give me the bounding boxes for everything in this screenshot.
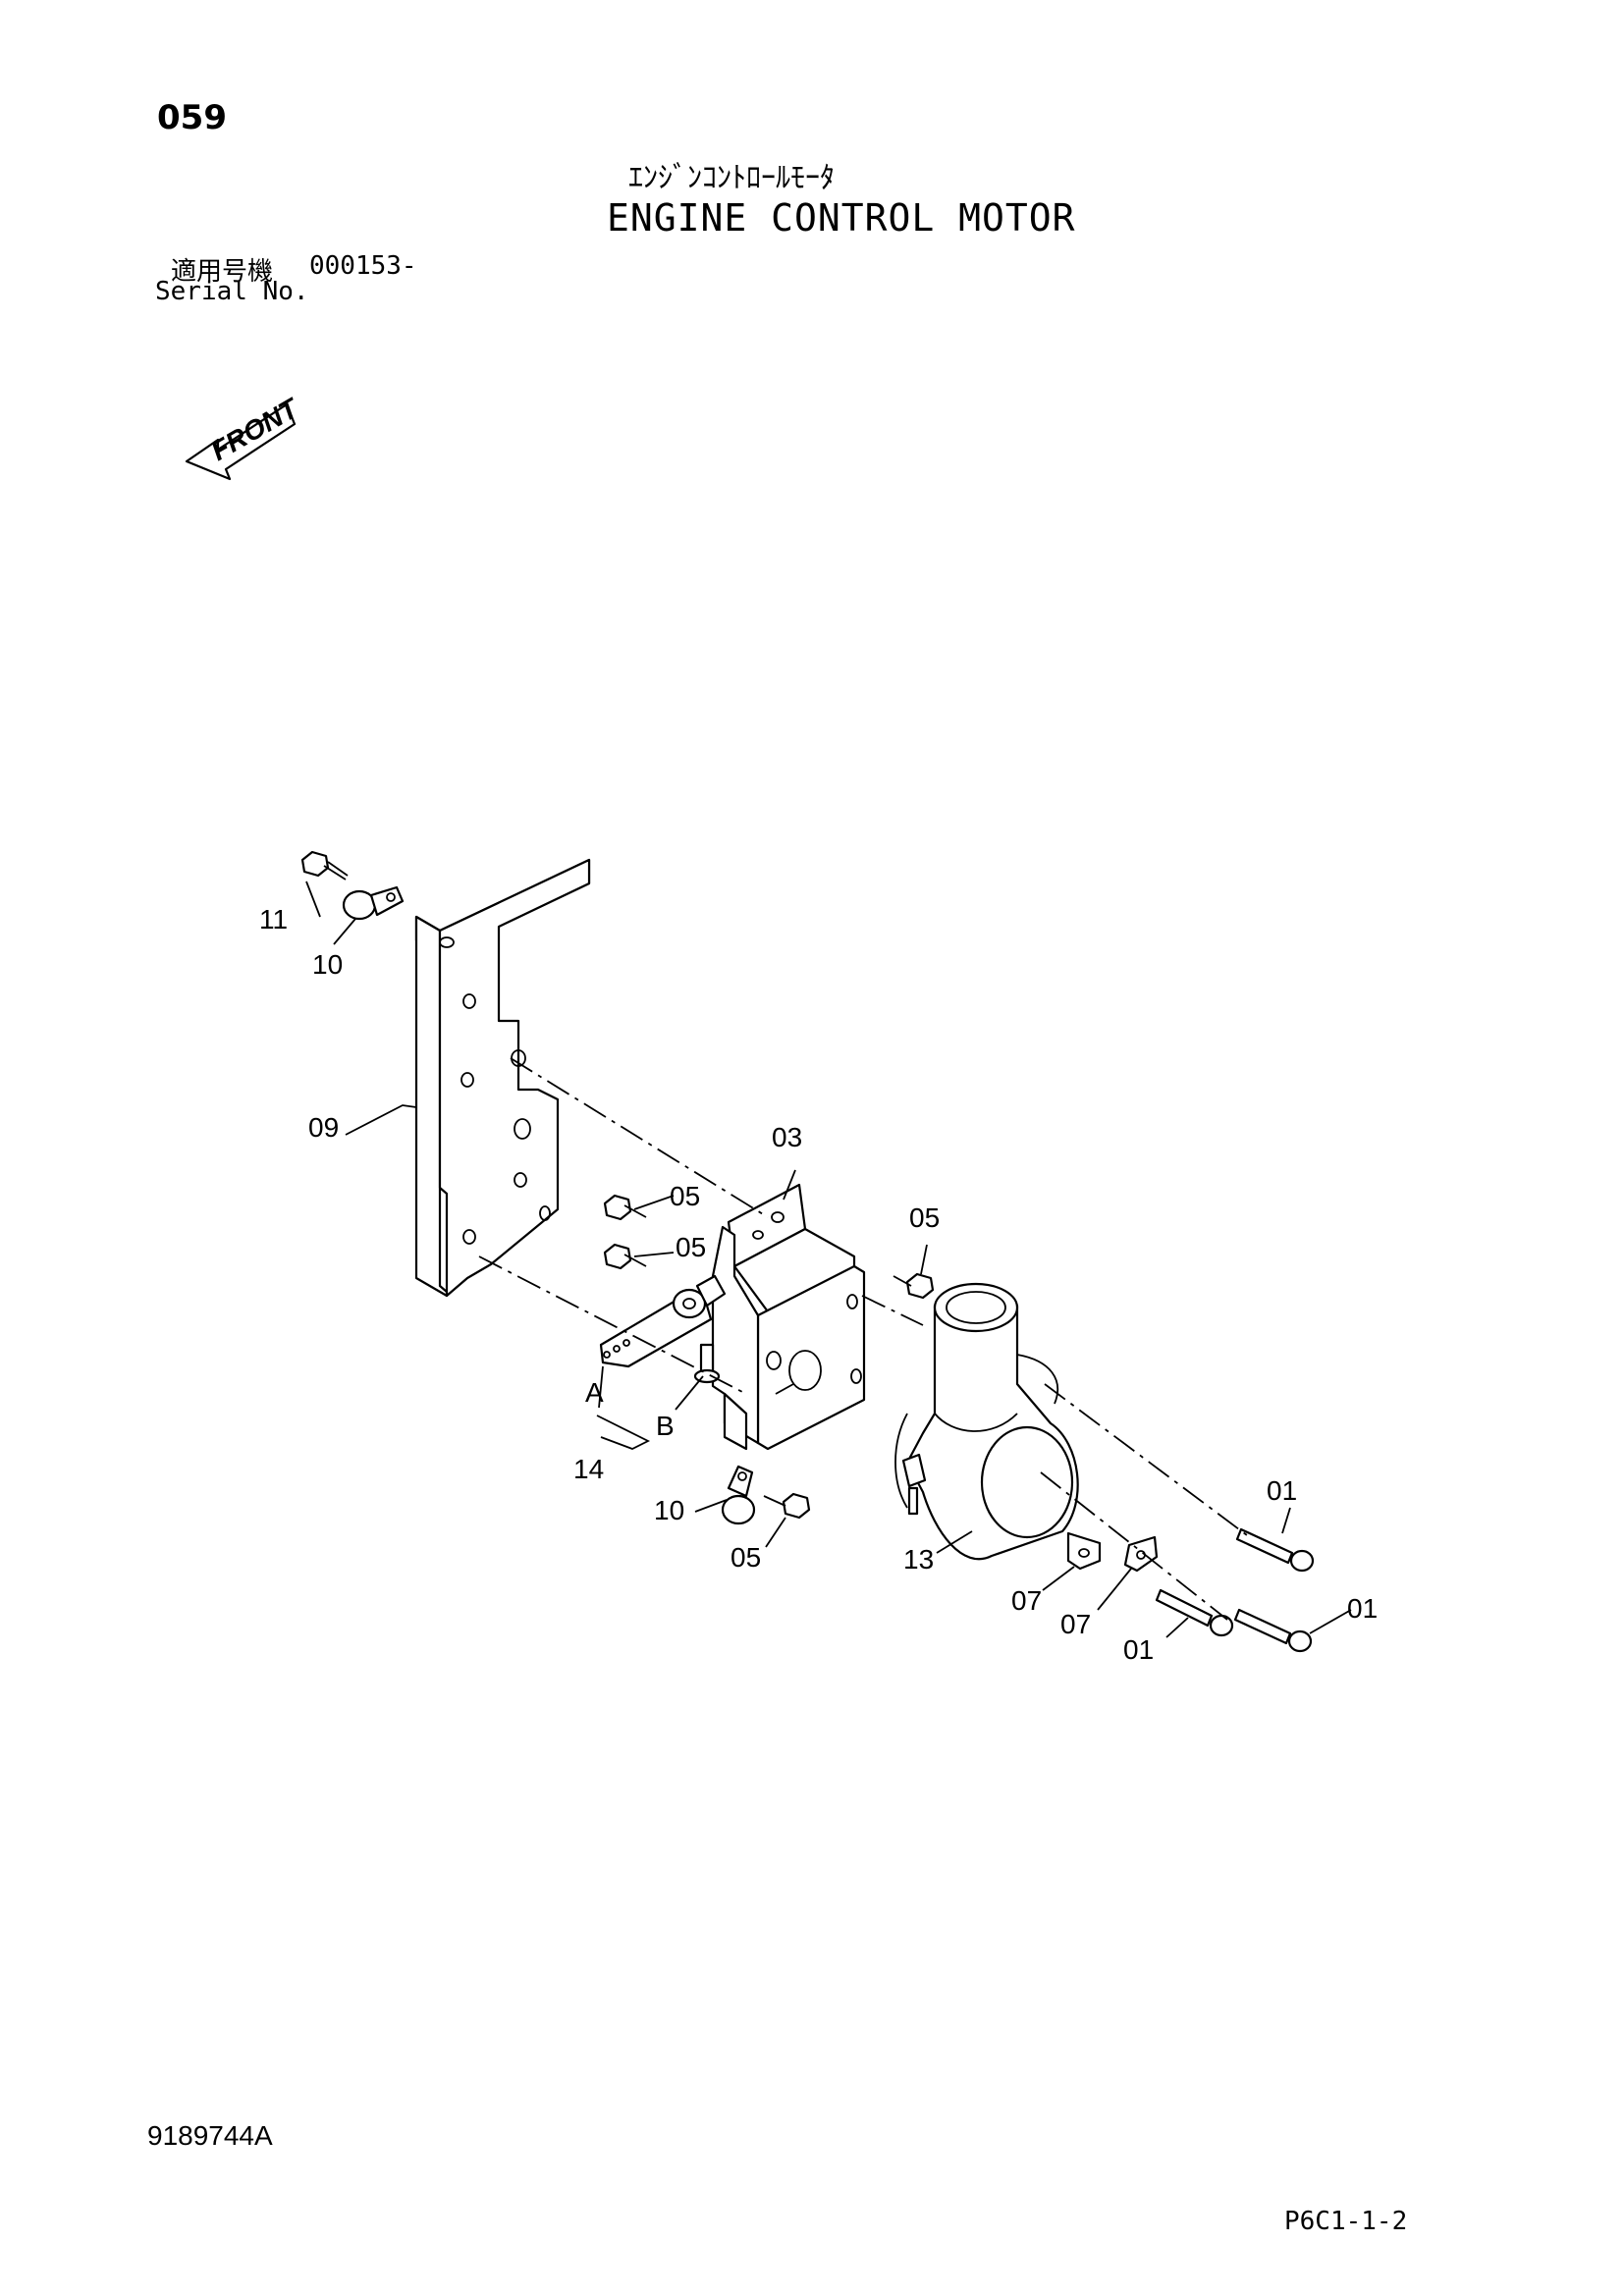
clamp-10-top [342,885,405,921]
callout-b: B [656,1411,675,1441]
callout-10-top: 10 [312,949,343,980]
page-code: P6C1-1-2 [1284,2207,1408,2236]
page-title: ENGINE CONTROL MOTOR [607,196,1076,240]
callout-05-middle: 05 [676,1232,706,1262]
alignment-line [510,1057,769,1218]
serial-label: Serial No. [155,277,309,306]
callout-13: 13 [903,1544,934,1575]
front-arrow-icon: FRONT [185,392,306,481]
callout-03: 03 [772,1122,802,1152]
lever-link-14 [599,1274,727,1368]
mounting-bracket-09 [414,858,591,1298]
clamp-10-bottom [721,1465,756,1525]
serial-label-japanese: 適用号機 [171,257,274,287]
callout-01-lower-left: 01 [1123,1634,1154,1665]
callout-14: 14 [573,1454,604,1484]
page-number: 059 [157,98,227,137]
callout-09: 09 [308,1112,339,1143]
callout-a: A [585,1377,604,1408]
alignment-line [1040,1471,1228,1621]
callout-05-right: 05 [909,1202,940,1233]
alignment-line [478,1255,747,1395]
bolt-05-upper [603,1194,647,1221]
callout-07-left: 07 [1011,1585,1042,1616]
callout-10-bottom: 10 [654,1495,684,1525]
bolt-11 [300,850,349,881]
document-number: 9189744A [147,2120,273,2151]
control-motor-13 [894,1282,1079,1561]
shim-07-right [1123,1535,1159,1573]
callout-05-upper: 05 [670,1181,700,1211]
bolt-01-lower-right [1233,1608,1313,1653]
callout-01-upper: 01 [1267,1475,1297,1506]
title-japanese: ｴﾝｼﾞﾝｺﾝﾄﾛｰﾙﾓｰﾀ [628,161,835,195]
callout-11: 11 [259,904,288,934]
bolt-01-lower-left [1155,1588,1234,1637]
bolt-01-upper [1235,1527,1315,1573]
bolt-05-lower [763,1492,811,1520]
serial-number-value: 000153- [309,251,417,281]
front-arrow-label: FRONT [206,392,306,467]
bolt-05-right [893,1272,935,1300]
shim-07-left [1066,1531,1102,1571]
callout-05-lower: 05 [731,1542,761,1573]
motor-bracket-03 [711,1183,866,1451]
callout-01-lower-right: 01 [1347,1593,1378,1624]
bolt-05-middle [603,1243,647,1270]
callout-07-right: 07 [1060,1609,1091,1639]
alignment-line [861,1295,924,1326]
